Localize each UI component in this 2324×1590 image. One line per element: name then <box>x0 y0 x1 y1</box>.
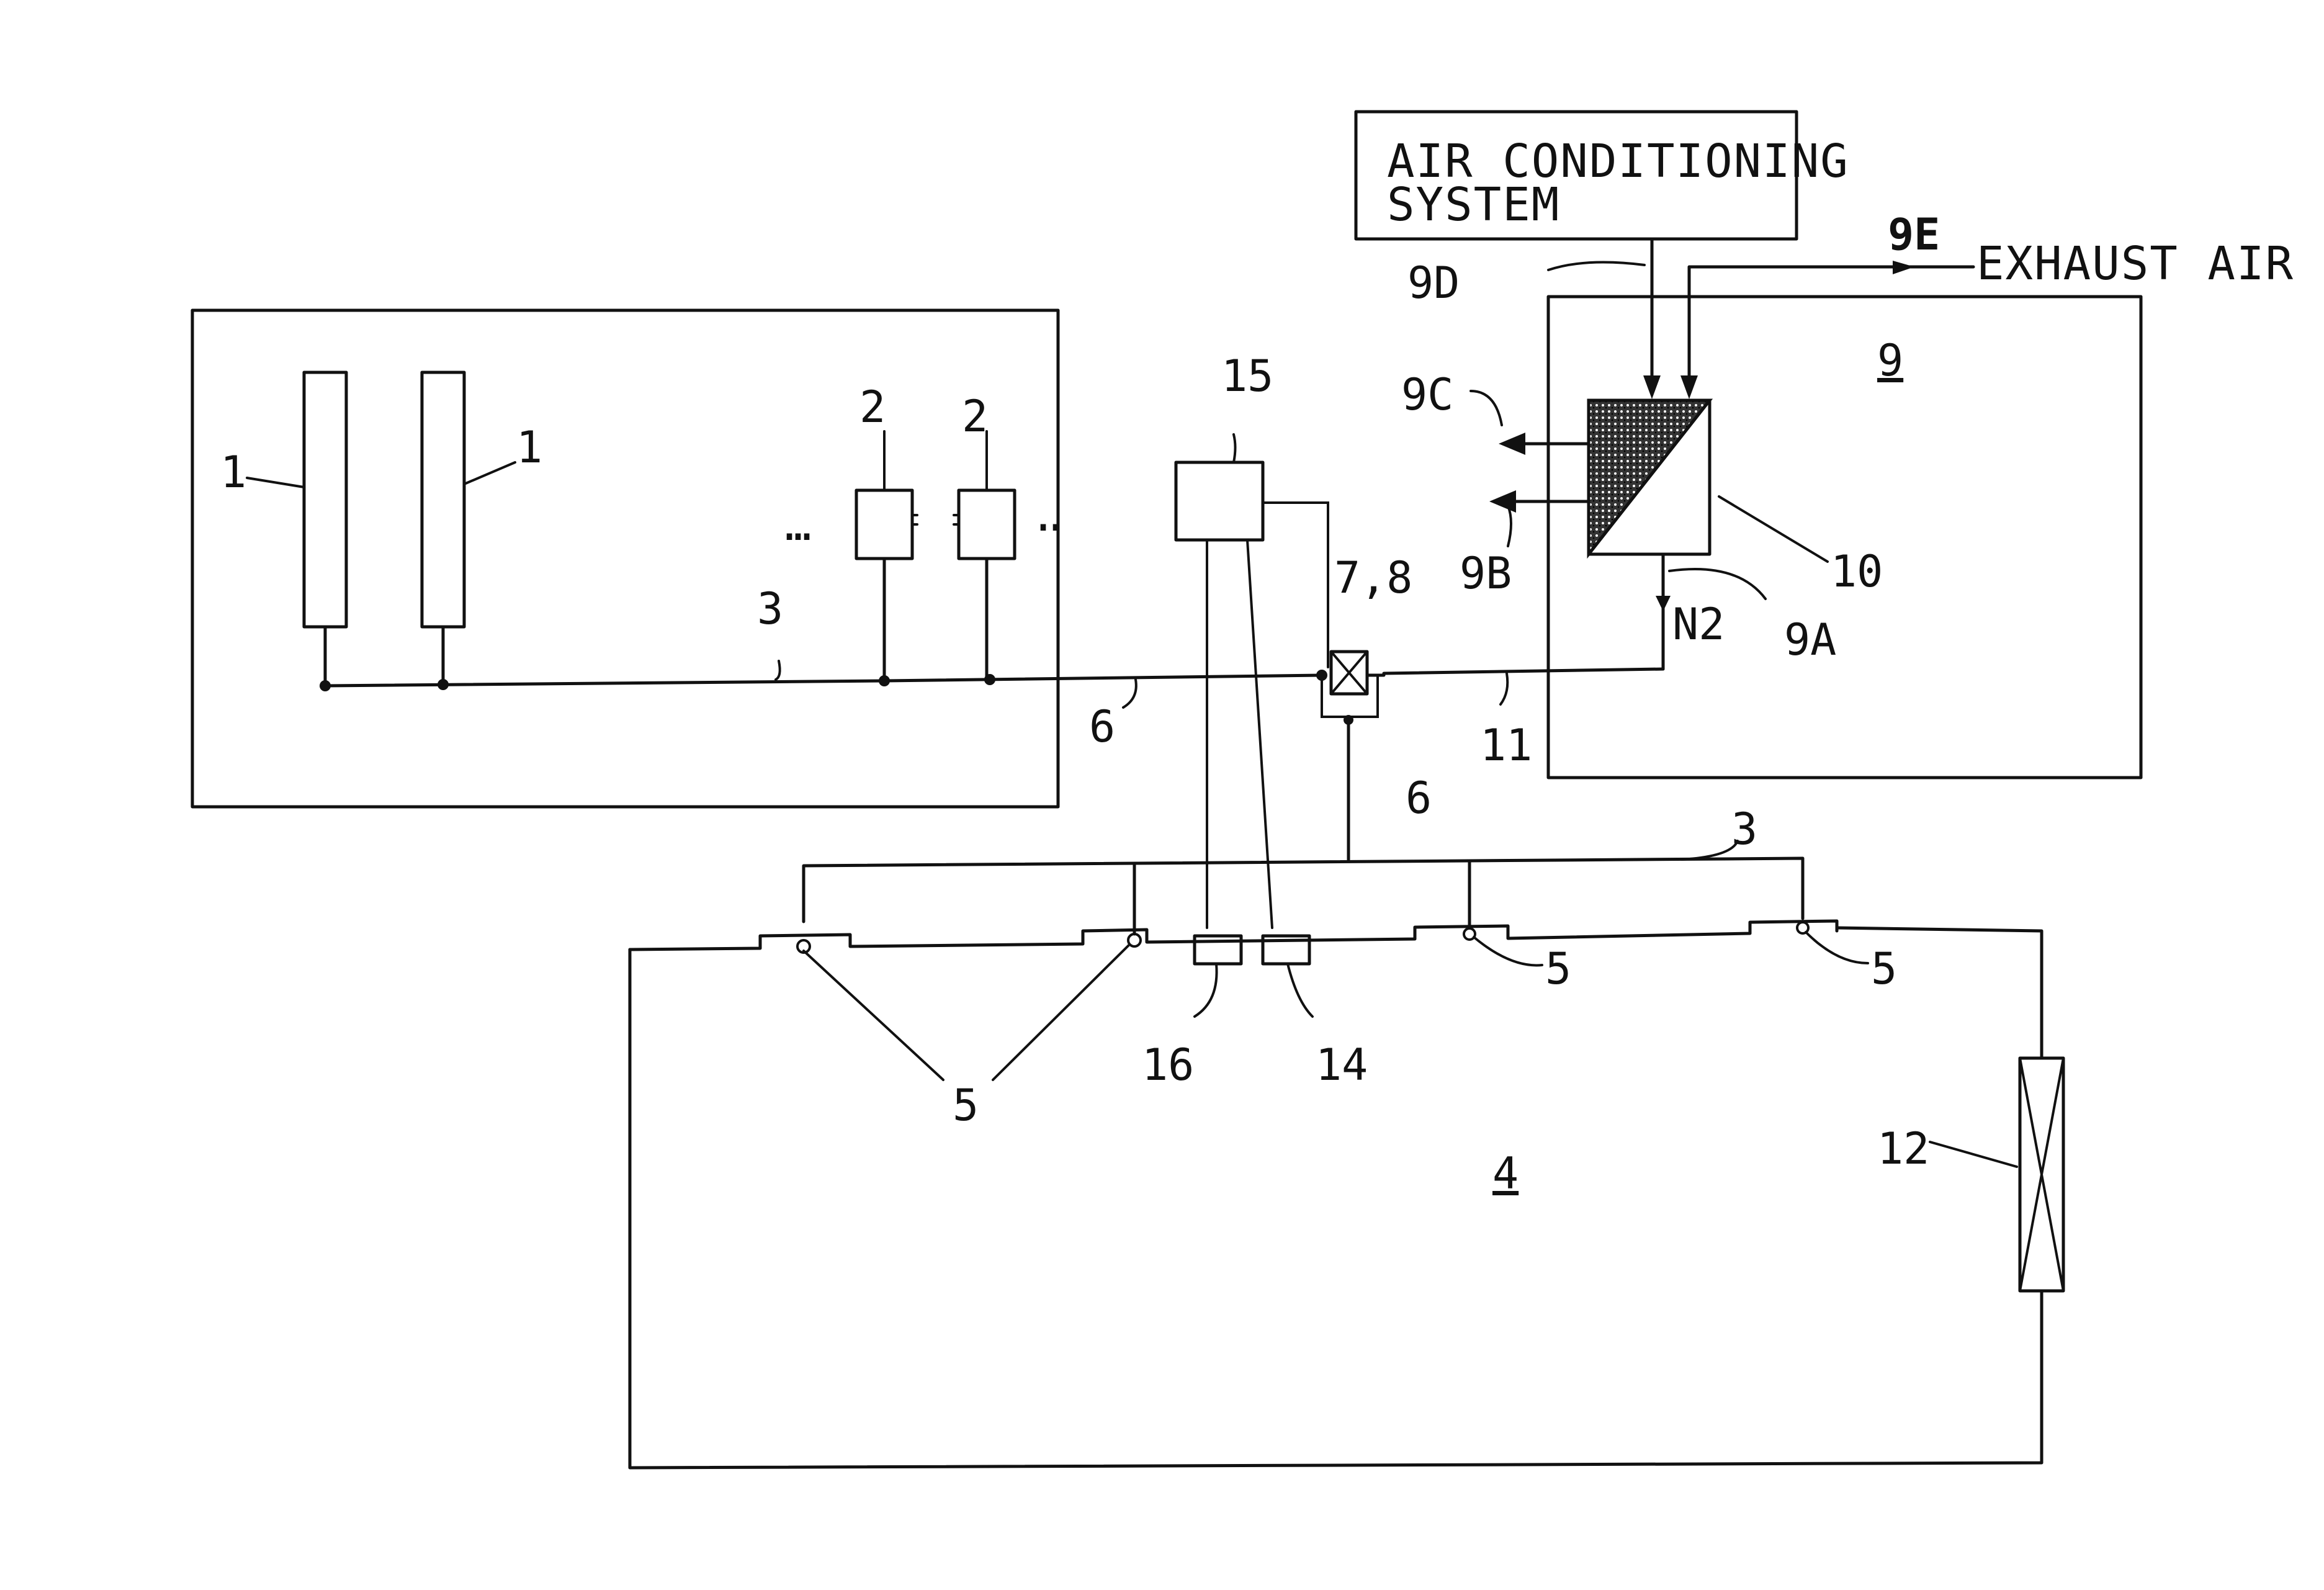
gas-cylinder-right <box>422 372 464 686</box>
label-1-right: 1 <box>516 422 542 473</box>
supply-room-box <box>192 310 1058 807</box>
label-5-left: 5 <box>953 1080 979 1131</box>
label-N2: N2 <box>1672 599 1725 650</box>
label-6-horizontal: 6 <box>1089 701 1115 752</box>
label-9A: 9A <box>1784 614 1836 665</box>
label-9C: 9C <box>1401 369 1453 420</box>
supply-line <box>320 661 1327 707</box>
label-9D: 9D <box>1407 258 1460 308</box>
label-5-right: 5 <box>1871 943 1897 994</box>
air-conditioning-label-line2: SYSTEM <box>1387 178 1560 231</box>
label-9: 9 <box>1877 335 1903 386</box>
label-1-left: 1 <box>220 447 246 498</box>
protected-room-4 <box>630 921 2042 1468</box>
label-3-supply: 3 <box>757 583 783 634</box>
label-14: 14 <box>1316 1040 1368 1090</box>
inlet-arrows <box>1548 239 1973 399</box>
label-3-manifold: 3 <box>1731 804 1757 855</box>
gas-cylinder-left <box>304 372 346 686</box>
label-12: 12 <box>1877 1123 1929 1174</box>
exhaust-air-label: EXHAUST AIR <box>1976 237 2294 290</box>
svg-text:.: . <box>1043 490 1069 541</box>
distribution-manifold <box>804 841 1803 934</box>
label-9E: 9E <box>1888 209 1940 260</box>
outlet-arrows <box>1471 391 1589 546</box>
label-11: 11 <box>1480 720 1532 771</box>
pressure-relief-vent-12 <box>1930 1058 2063 1291</box>
svg-text:…: … <box>785 500 811 550</box>
label-2-right: 2 <box>962 391 988 442</box>
label-15: 15 <box>1221 351 1273 402</box>
label-2-left: 2 <box>859 382 886 433</box>
air-conditioning-system-box: AIR CONDITIONING SYSTEM <box>1356 112 1849 239</box>
label-5-middle: 5 <box>1545 943 1571 994</box>
valve-7-8 <box>1322 652 1384 860</box>
label-7-8: 7,8 <box>1334 552 1412 603</box>
line-11 <box>1384 608 1663 704</box>
label-6-vertical: 6 <box>1406 773 1432 824</box>
label-16: 16 <box>1142 1040 1194 1090</box>
label-4: 4 <box>1492 1148 1519 1199</box>
unit-9-box <box>1548 297 2141 778</box>
label-10: 10 <box>1831 546 1883 597</box>
membrane-separator-10 <box>1589 400 1828 562</box>
gas-generator-right: . . <box>954 431 1069 680</box>
gas-generator-left: … <box>785 431 917 680</box>
controller-15 <box>1176 434 1328 928</box>
label-9B: 9B <box>1460 548 1512 599</box>
